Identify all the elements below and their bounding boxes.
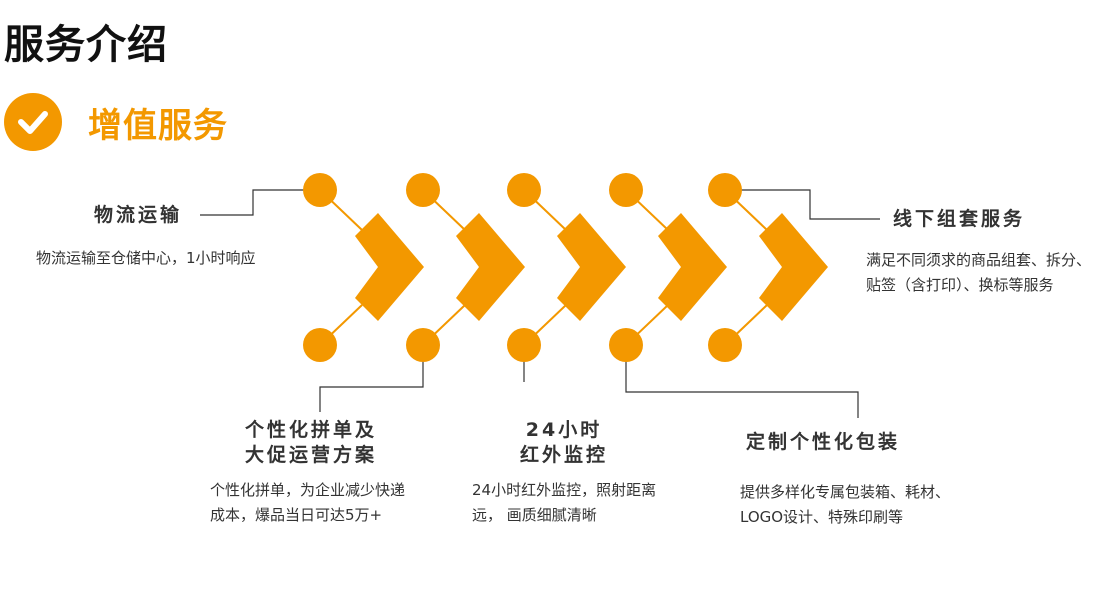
service-title-logistics: 物流运输 [94,204,183,226]
service-title-line: 红外监控 [520,444,609,466]
node-circle [708,173,742,207]
service-title-packaging: 定制个性化包装 [746,431,901,453]
node-circle [406,173,440,207]
service-desc-packaging: 提供多样化专属包装箱、耗材、 LOGO设计、特殊印刷等 [740,480,950,530]
service-desc-line: 个性化拼单，为企业减少快递 [210,481,406,499]
node-circle [406,328,440,362]
service-desc-bundling: 满足不同须求的商品组套、拆分、 贴签（含打印）、换标等服务 [866,248,1091,298]
service-desc-line: LOGO设计、特殊印刷等 [740,508,904,526]
service-desc-line: 提供多样化专属包装箱、耗材、 [740,483,951,501]
service-title-monitoring: 24小时 红外监控 [520,418,608,468]
callout-line-5 [725,189,880,220]
section-header: 增值服务 [4,92,228,152]
node-circle [303,173,337,207]
service-desc-group-order: 个性化拼单，为企业减少快递 成本，爆品当日可达5万+ [210,478,405,528]
check-circle-icon [4,93,62,151]
callout-line-1 [200,189,320,216]
callout-line-4 [625,345,859,418]
section-title: 增值服务 [88,105,228,146]
service-desc-line: 远， 画质细腻清晰 [472,506,597,524]
service-desc-line: 贴签（含打印）、换标等服务 [866,276,1054,294]
node-circle [609,328,643,362]
node-circle [507,173,541,207]
page-title: 服务介绍 [4,22,168,68]
node-circle [609,173,643,207]
service-desc-logistics: 物流运输至仓储中心，1小时响应 [36,249,256,267]
service-title-bundling: 线下组套服务 [893,208,1026,230]
node-circle [708,328,742,362]
node-circle [303,328,337,362]
service-desc-line: 24小时红外监控，照射距离 [472,481,657,499]
chevron-arrow-2 [456,213,525,321]
chevron-arrow-5 [759,213,828,321]
chevron-arrow-1 [355,213,424,321]
callout-line-2 [319,345,424,412]
service-title-line: 24小时 [525,419,603,441]
service-desc-line: 满足不同须求的商品组套、拆分、 [866,251,1092,269]
chevron-arrow-3 [557,213,626,321]
chevron-arrow-4 [658,213,727,321]
service-desc-monitoring: 24小时红外监控，照射距离 远， 画质细腻清晰 [472,478,656,528]
service-desc-line: 成本，爆品当日可达5万+ [210,506,383,524]
service-title-group-order: 个性化拼单及 大促运营方案 [245,418,377,468]
node-circle [507,328,541,362]
service-title-line: 个性化拼单及 [245,419,378,441]
service-title-line: 大促运营方案 [245,444,378,466]
